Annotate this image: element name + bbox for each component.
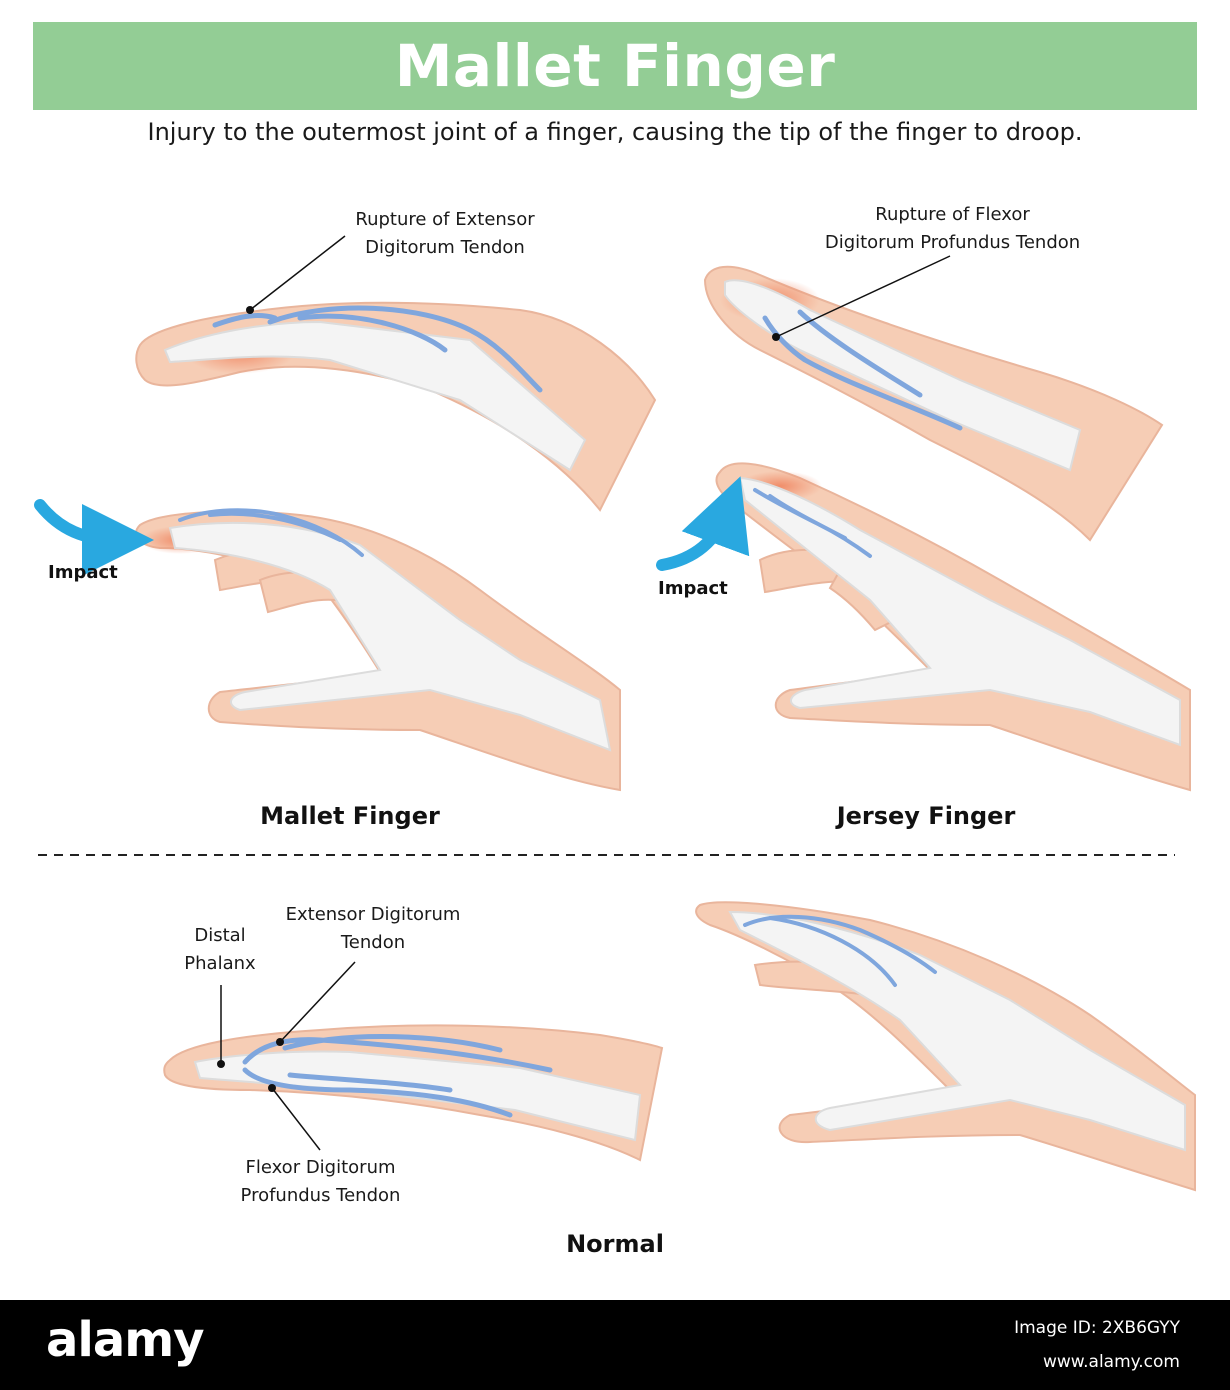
tendon <box>753 488 872 558</box>
flexor-tendon-label: Flexor Digitorum Profundus Tendon <box>240 1157 401 1206</box>
mallet-caption: Mallet Finger <box>260 802 440 830</box>
footer-bar: alamy Image ID: 2XB6GYY www.alamy.com <box>0 1300 1230 1390</box>
page-title: Mallet Finger <box>394 32 836 100</box>
leader-dot <box>268 1084 276 1092</box>
jersey-caption: Jersey Finger <box>836 802 1016 830</box>
leader-line <box>271 1087 321 1151</box>
hand-bones <box>728 910 1186 1152</box>
title-banner: Mallet Finger <box>33 22 1197 110</box>
normal-finger <box>163 961 664 1162</box>
mallet-rupture-label: Rupture of Extensor Digitorum Tendon <box>355 209 535 258</box>
distal-phalanx-label: Distal Phalanx <box>184 925 256 974</box>
jersey-rupture-label: Rupture of Flexor Digitorum Profundus Te… <box>824 204 1081 253</box>
mallet-hand <box>34 499 621 792</box>
jersey-finger-closeup <box>703 255 1164 542</box>
subtitle: Injury to the outermost joint of a finge… <box>147 118 1083 146</box>
leader-dot <box>276 1038 284 1046</box>
leader-dot <box>217 1060 225 1068</box>
leader-dot <box>772 333 780 341</box>
footer-url[interactable]: www.alamy.com <box>1042 1352 1180 1372</box>
footer-image-id: Image ID: 2XB6GYY <box>1014 1318 1180 1338</box>
leader-dot <box>246 306 254 314</box>
leader-line <box>249 235 346 311</box>
finger-bones <box>163 320 587 472</box>
normal-hand <box>695 901 1196 1192</box>
impact-arrow <box>656 476 750 571</box>
mallet-finger-closeup <box>135 235 657 512</box>
finger-bones <box>724 279 1082 472</box>
jersey-impact-label: Impact <box>658 578 728 599</box>
tendon <box>212 305 543 393</box>
normal-caption: Normal <box>566 1230 664 1258</box>
mallet-impact-label: Impact <box>48 562 118 583</box>
illustration-canvas <box>34 235 1196 1192</box>
jersey-hand <box>656 462 1191 792</box>
tendon <box>178 508 364 557</box>
leader-line <box>775 255 951 338</box>
tendon <box>743 914 937 987</box>
footer-brand-logo: alamy <box>46 1312 205 1368</box>
extensor-tendon-label: Extensor Digitorum Tendon <box>285 904 461 953</box>
leader-line <box>279 961 356 1043</box>
hand-bones <box>738 476 1181 747</box>
extensor-tendon <box>242 1034 553 1073</box>
impact-arrow <box>34 499 154 576</box>
flexor-tendon <box>242 1067 513 1118</box>
hand-bones <box>168 521 612 752</box>
